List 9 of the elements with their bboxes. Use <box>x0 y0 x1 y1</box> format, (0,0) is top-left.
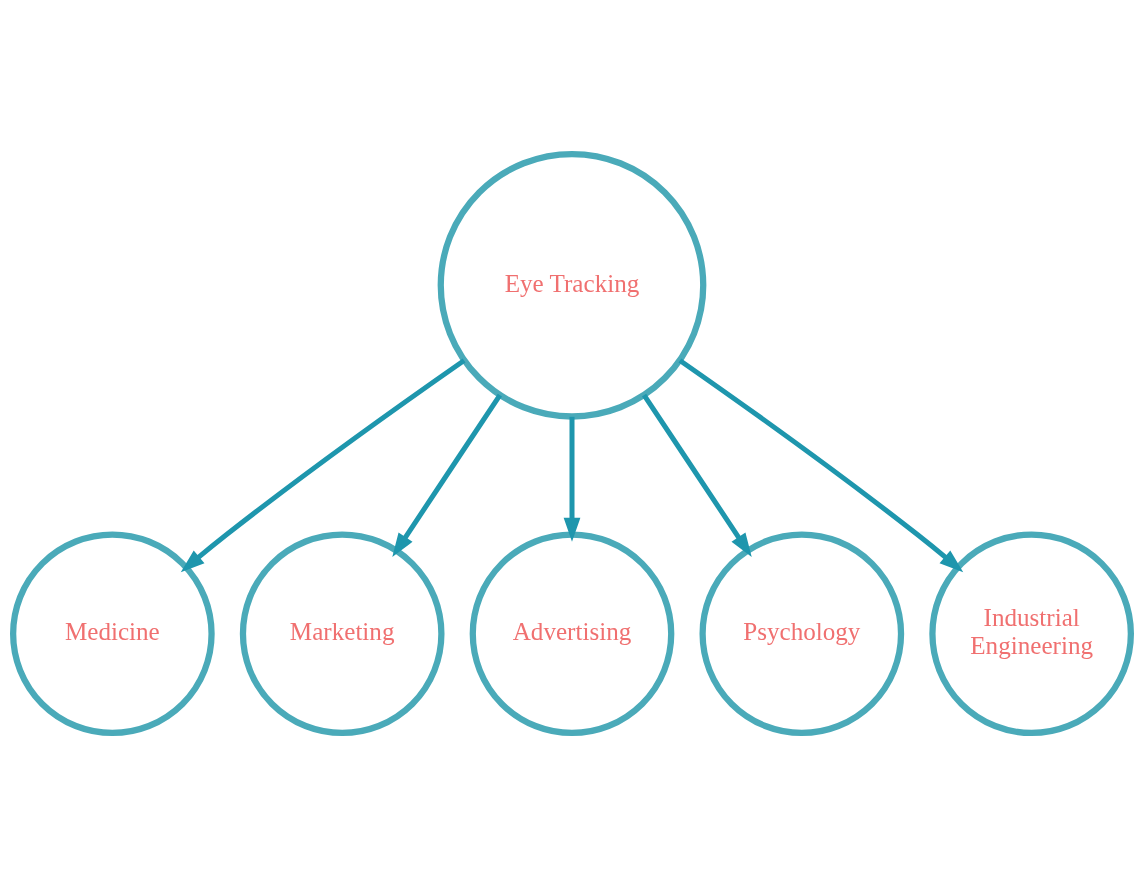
node-circle: Medicine <box>10 531 215 737</box>
arrow <box>180 358 466 573</box>
node-circle: Eye Tracking <box>437 150 707 420</box>
node-circle: Advertising <box>469 531 675 737</box>
node-circle: Industrial Engineering <box>929 531 1134 737</box>
arrow <box>642 393 752 558</box>
arrow <box>678 358 964 573</box>
arrow <box>563 416 581 542</box>
arrow <box>392 393 502 558</box>
